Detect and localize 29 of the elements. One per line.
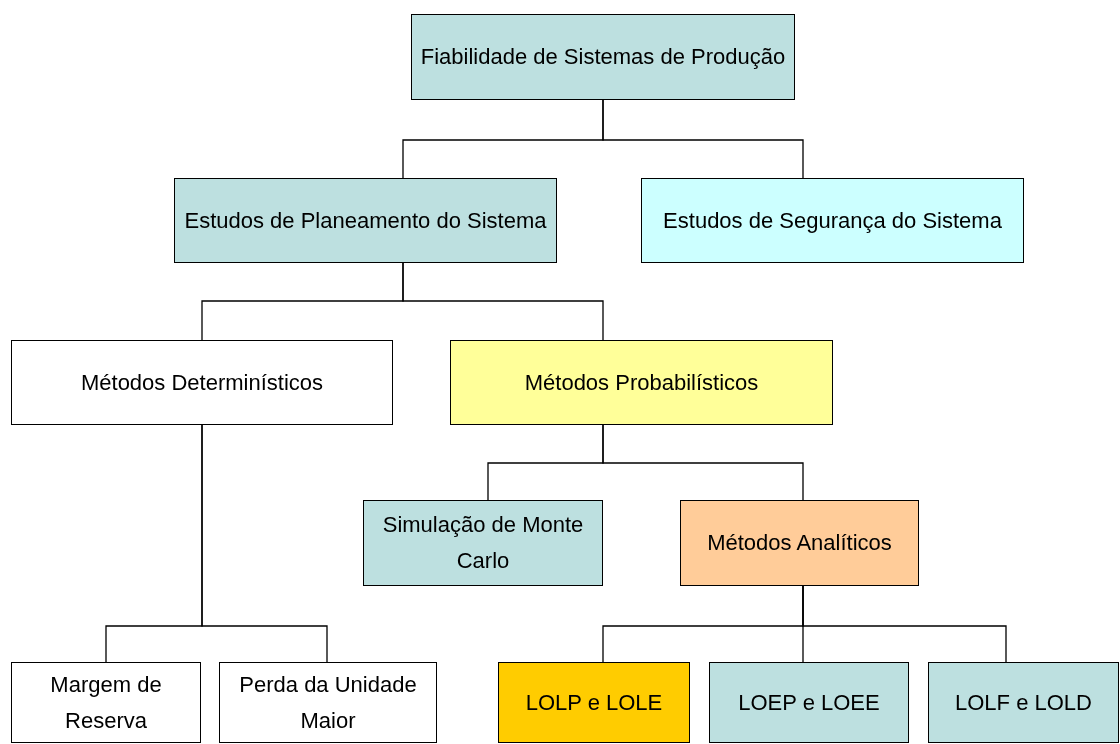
hierarchy-box	[11, 340, 393, 425]
box-label: Perda da Unidade Maior	[238, 670, 418, 735]
box-label: Estudos de Planeamento do Sistema	[183, 206, 548, 235]
box-label: LOEP e LOEE	[737, 688, 881, 717]
hierarchy-box	[709, 662, 909, 743]
connector-line	[201, 424, 328, 663]
hierarchy-box	[219, 662, 437, 743]
hierarchy-box	[411, 14, 795, 100]
hierarchy-box	[450, 340, 833, 425]
connector-line	[602, 424, 804, 501]
box-label: Margem de Reserva	[49, 670, 163, 735]
hierarchy-box	[174, 178, 557, 263]
connector-line	[802, 585, 1007, 663]
box-label: Simulação de Monte Carlo	[381, 511, 585, 575]
box-label: Métodos Probabilísticos	[523, 368, 760, 397]
box-label: Métodos Analíticos	[706, 529, 893, 557]
hierarchy-box	[11, 662, 201, 743]
box-label: Fiabilidade de Sistemas de Produção	[419, 43, 787, 71]
connector-line	[602, 99, 804, 179]
box-label: Métodos Determinísticos	[79, 368, 325, 397]
hierarchy-box	[680, 500, 919, 586]
box-label: LOLP e LOLE	[524, 688, 664, 717]
box-label: LOLF e LOLD	[954, 688, 1093, 717]
hierarchy-box	[498, 662, 690, 743]
box-label: Estudos de Segurança do Sistema	[662, 206, 1003, 235]
hierarchy-box	[641, 178, 1024, 263]
connector-line	[402, 262, 604, 341]
hierarchy-box	[363, 500, 603, 586]
hierarchy-box	[928, 662, 1119, 743]
